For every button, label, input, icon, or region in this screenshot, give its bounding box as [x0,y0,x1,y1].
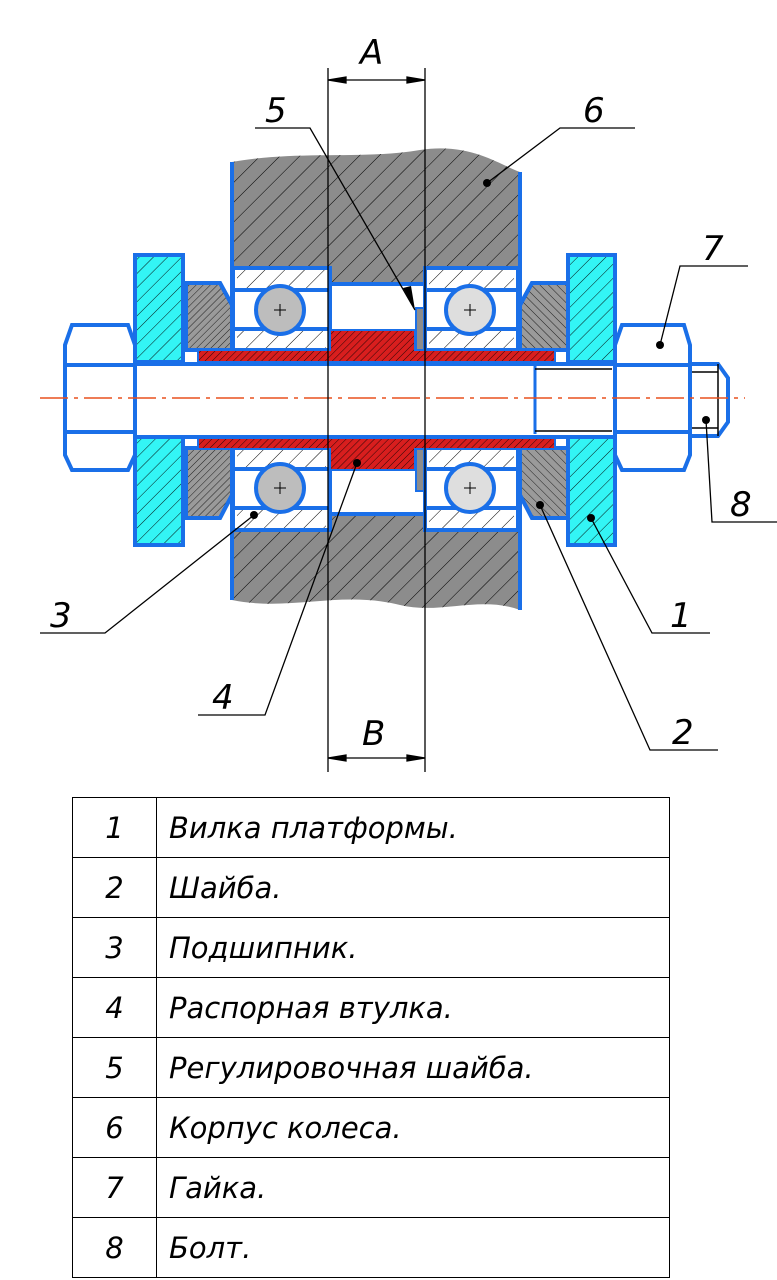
spacer-sleeve [197,307,556,492]
part-name: Шайба. [156,857,670,918]
part-name: Подшипник. [156,917,670,978]
adjusting-shim [415,307,425,351]
callout-8: 8 [730,485,752,525]
part-number: 4 [72,977,157,1038]
callout-5: 5 [265,91,287,131]
leader-lines [40,127,777,751]
part-name: Вилка платформы. [156,797,670,858]
bearings [231,266,520,532]
part-number: 7 [72,1157,157,1218]
part-number: 8 [72,1217,157,1278]
part-name: Регулировочная шайба. [156,1037,670,1098]
part-number: 2 [72,857,157,918]
bearing-bottom-right [423,446,520,532]
part-number: 1 [72,797,157,858]
part-name: Болт. [156,1217,670,1278]
platform-fork [133,253,617,547]
part-number: 5 [72,1037,157,1098]
callout-3: 3 [50,596,72,636]
callout-6: 6 [583,91,605,131]
part-number: 3 [72,917,157,978]
part-number: 6 [72,1097,157,1158]
part-name: Гайка. [156,1157,670,1218]
dimension-b-label: B [362,714,385,754]
part-name: Корпус колеса. [156,1097,670,1158]
callout-1: 1 [670,596,692,636]
bearing-bottom-left [231,446,332,532]
dimension-a-label: A [358,33,383,73]
callout-4: 4 [212,678,234,718]
nut [613,323,692,472]
bearing-top-left [231,266,332,352]
callout-7: 7 [702,229,724,269]
callout-2: 2 [672,713,694,753]
assembly-drawing: A B 5 6 7 8 1 2 3 4 [40,33,777,772]
leader-dots [250,179,710,522]
dimension-lines [327,68,426,772]
part-name: Распорная втулка. [156,977,670,1038]
bearing-top-right [423,266,520,352]
